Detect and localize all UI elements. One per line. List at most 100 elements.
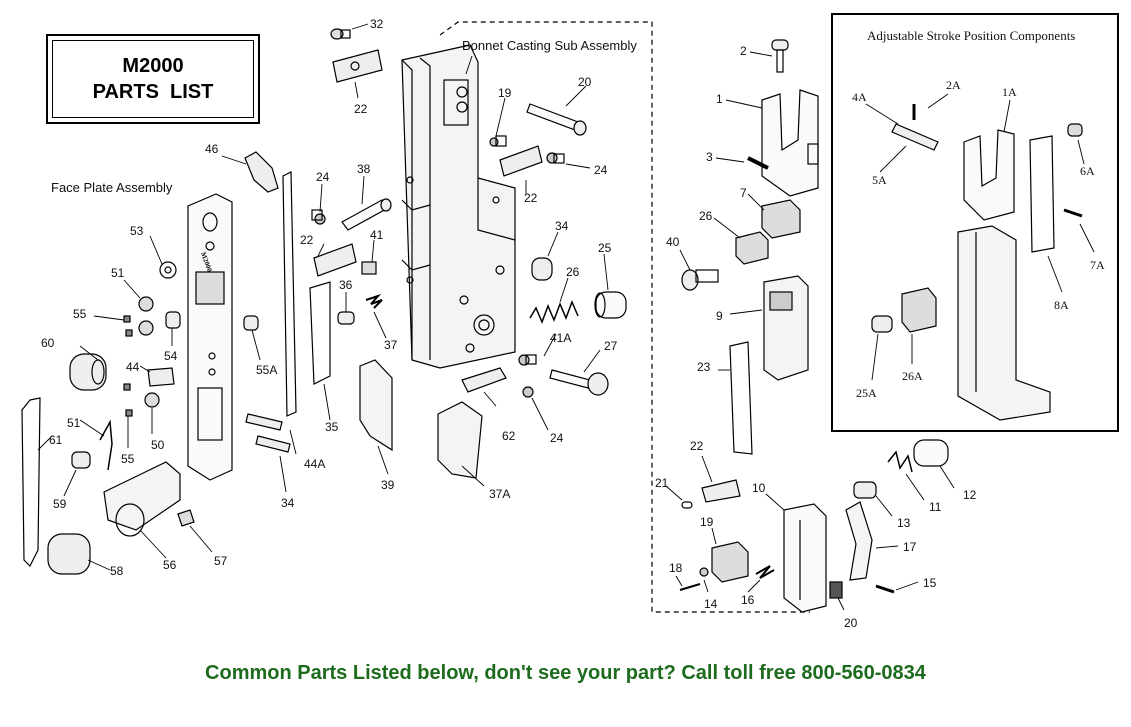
caption-inset: Adjustable Stroke Position Components	[867, 28, 1076, 43]
part-17-trigger	[845, 501, 873, 581]
part-41a-screw	[518, 354, 537, 366]
label-55: 55	[121, 452, 135, 466]
label-34: 34	[555, 219, 569, 233]
inset-housing	[957, 225, 1051, 421]
label-20: 20	[844, 616, 858, 630]
label-6a: 6A	[1080, 164, 1095, 178]
label-60: 60	[41, 336, 55, 350]
label-3: 3	[706, 150, 713, 164]
label-24: 24	[316, 170, 330, 184]
inset-7a-screw	[1063, 208, 1083, 218]
label-19: 19	[700, 515, 714, 529]
label-22: 22	[524, 191, 538, 205]
label-34: 34	[281, 496, 295, 510]
part-7-block	[761, 199, 801, 239]
label-37a: 37A	[489, 487, 511, 501]
part-32	[330, 28, 351, 40]
part-55-clips	[123, 315, 133, 417]
label-24: 24	[594, 163, 608, 177]
label-15: 15	[923, 576, 937, 590]
label-22: 22	[690, 439, 704, 453]
label-2: 2	[740, 44, 747, 58]
part-22-plate-left	[313, 243, 357, 277]
part-24-screw-a	[546, 152, 565, 164]
label-23: 23	[697, 360, 711, 374]
part-36-plug	[337, 311, 355, 325]
inset-5a-arm	[891, 123, 939, 151]
label-9: 9	[716, 309, 723, 323]
part-41-screw	[361, 261, 377, 275]
part-51-washer	[138, 296, 154, 336]
label-27: 27	[604, 339, 618, 353]
part-26-spring	[529, 299, 579, 325]
title-model: M2000	[122, 55, 184, 77]
part-14-nut	[699, 567, 709, 577]
label-21: 21	[655, 476, 669, 490]
part-1-bracket	[761, 89, 819, 197]
part-55a-bushing	[243, 315, 259, 331]
label-58: 58	[110, 564, 124, 578]
part-53-washer	[159, 261, 177, 279]
part-40-screw	[681, 269, 719, 291]
label-16: 16	[741, 593, 755, 607]
label-14: 14	[704, 597, 718, 611]
label-13: 13	[897, 516, 911, 530]
part-39-guide	[359, 359, 393, 452]
part-19-screw	[489, 135, 507, 147]
label-4a: 4A	[852, 90, 867, 104]
part-60-knob	[69, 353, 107, 391]
part-37-spring	[365, 293, 383, 309]
label-26: 26	[566, 265, 580, 279]
label-7a: 7A	[1090, 258, 1105, 272]
part-38-pin	[341, 198, 392, 231]
label-39: 39	[381, 478, 395, 492]
part-58-knob	[47, 533, 91, 575]
label-50: 50	[151, 438, 165, 452]
part-46-latch	[244, 151, 279, 193]
label-1: 1	[716, 92, 723, 106]
part-26-block	[735, 231, 769, 265]
label-55a: 55A	[256, 363, 278, 377]
part-44a-rod	[282, 171, 297, 417]
part-22-plate	[499, 145, 543, 177]
part-15-pin	[875, 584, 895, 594]
part-56-collar	[103, 461, 181, 537]
label-37: 37	[384, 338, 398, 352]
label-8a: 8A	[1054, 298, 1069, 312]
part-24-screw-b	[311, 209, 326, 225]
footer-call-to-action: Common Parts Listed below, don't see you…	[205, 662, 926, 684]
label-59: 59	[53, 497, 67, 511]
part-50-washer	[144, 392, 160, 408]
label-41: 41	[370, 228, 384, 242]
inset-1a-bracket	[963, 129, 1015, 221]
label-36: 36	[339, 278, 353, 292]
part-9-body	[763, 275, 809, 381]
label-11: 11	[929, 500, 942, 514]
part-59-pin	[71, 451, 91, 469]
label-22: 22	[354, 102, 368, 116]
label-51: 51	[111, 266, 125, 280]
title-parts-list: PARTS LIST	[92, 81, 214, 103]
caption-bonnet: Bonnet Casting Sub Assembly	[462, 38, 637, 53]
parts-list-title-box: M2000 PARTS LIST	[46, 34, 260, 124]
part-22-bracket-top	[332, 49, 383, 83]
label-22: 22	[300, 233, 314, 247]
inset-8a-plate	[1029, 135, 1055, 253]
inset-25a-plug	[871, 315, 893, 333]
label-5a: 5A	[872, 173, 887, 187]
part-27-pin	[549, 369, 609, 396]
part-25-sleeve	[594, 291, 627, 319]
part-face-plate	[187, 193, 233, 481]
label-2a: 2A	[946, 78, 961, 92]
label-55: 55	[73, 307, 87, 321]
part-24-screw-c	[522, 386, 534, 398]
label-32: 32	[370, 17, 384, 31]
part-20-pin	[526, 103, 587, 136]
label-57: 57	[214, 554, 228, 568]
label-12: 12	[963, 488, 977, 502]
inset-6a-screw	[1067, 123, 1083, 137]
part-18-screw	[679, 583, 701, 591]
label-40: 40	[666, 235, 680, 249]
part-20-clip	[829, 581, 843, 599]
